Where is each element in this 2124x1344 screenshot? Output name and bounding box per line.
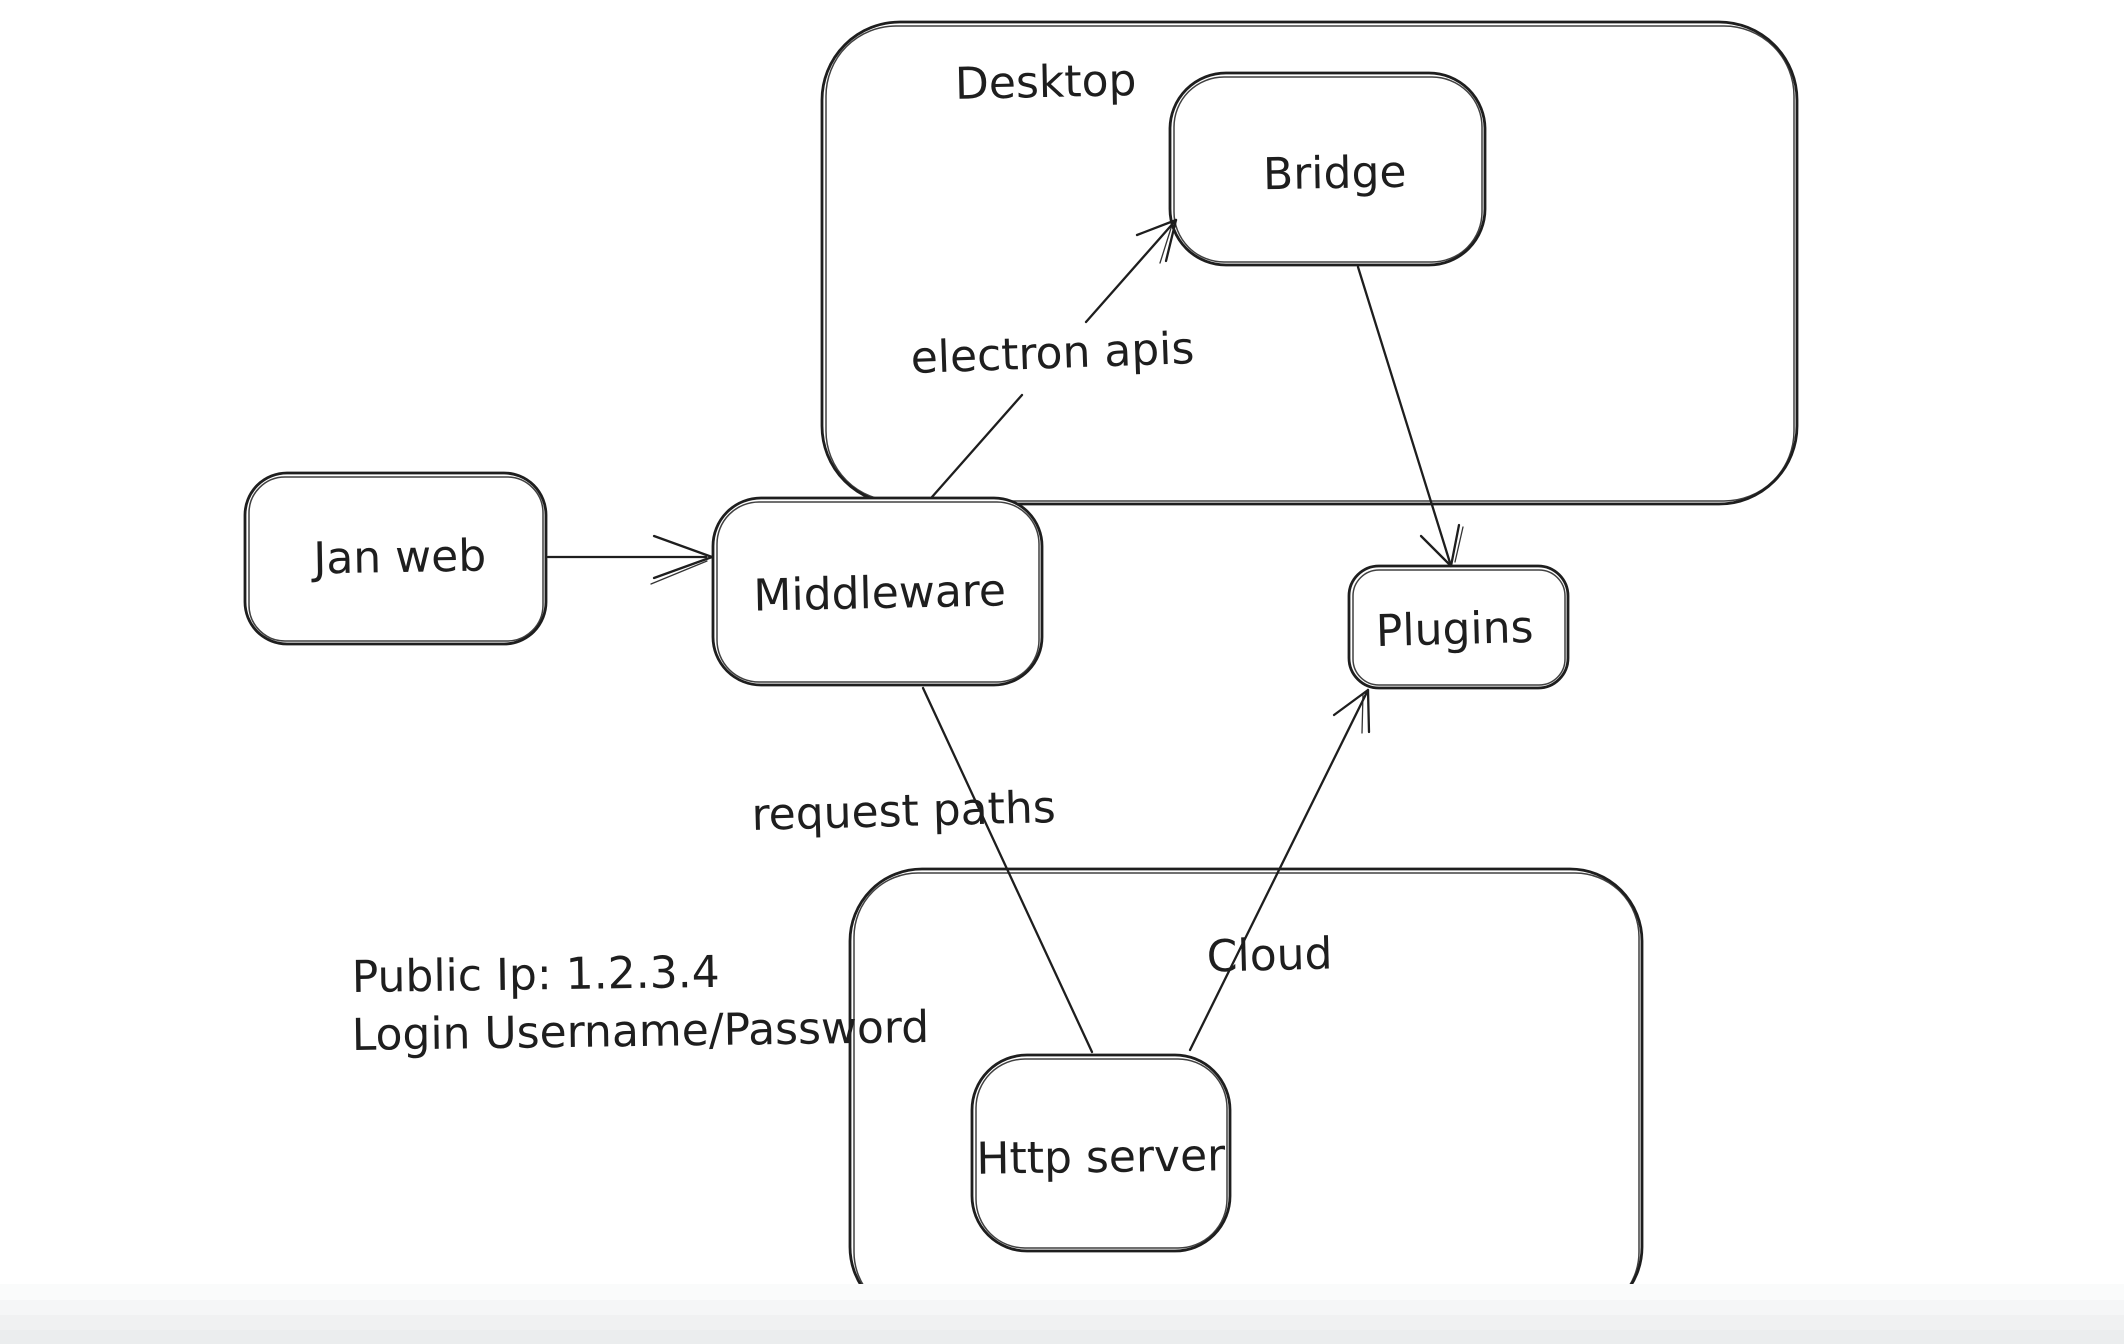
edge-middleware-bridge-arrowhead — [1135, 218, 1178, 263]
edge-jan-web-middleware-arrowhead-sketch — [650, 560, 708, 585]
edge-jan-web-middleware-arrowhead — [652, 534, 714, 580]
node-http-server[interactable] — [970, 1053, 1232, 1253]
edge-middleware-to-bridge[interactable] — [930, 218, 1178, 499]
jan-web-box[interactable] — [243, 471, 548, 646]
desktop-container-label[interactable]: Desktop — [954, 55, 1136, 110]
middleware-box[interactable] — [711, 496, 1044, 687]
edge-middleware-to-http-server[interactable] — [921, 686, 1094, 1054]
annotation-credentials[interactable]: Public Ip: 1.2.3.4 Login Username/Passwo… — [351, 947, 929, 1061]
node-jan-web[interactable] — [243, 471, 548, 646]
middleware-label[interactable]: Middleware — [753, 565, 1006, 621]
edge-label-electron-apis[interactable]: electron apis — [910, 323, 1195, 384]
jan-web-box-sketch-stroke — [248, 476, 544, 642]
annotation-public-ip[interactable]: Public Ip: 1.2.3.4 — [351, 947, 720, 1003]
annotation-login[interactable]: Login Username/Password — [351, 1002, 929, 1061]
bottom-fade-band-1 — [0, 1284, 2124, 1300]
edge-label-request-paths[interactable]: request paths — [751, 782, 1056, 841]
bridge-label[interactable]: Bridge — [1263, 147, 1407, 200]
http-server-label[interactable]: Http server — [976, 1130, 1226, 1184]
edge-middleware-bridge-line[interactable] — [930, 218, 1178, 499]
edge-http-server-to-plugins[interactable] — [1188, 688, 1371, 1052]
node-middleware[interactable] — [711, 496, 1044, 687]
desktop-container-box-sketch-stroke — [825, 25, 1795, 502]
edge-bridge-plugins-arrowhead-sketch — [1454, 526, 1464, 563]
edge-bridge-plugins-arrowhead — [1419, 523, 1461, 568]
middleware-box-sketch-stroke — [716, 501, 1040, 683]
cloud-container-label[interactable]: Cloud — [1206, 928, 1333, 982]
edge-bridge-plugins-line[interactable] — [1356, 265, 1453, 568]
bridge-box[interactable] — [1168, 71, 1487, 267]
http-server-box-sketch-stroke — [975, 1058, 1228, 1249]
node-plugins[interactable] — [1347, 564, 1570, 690]
node-bridge[interactable] — [1168, 71, 1487, 267]
edge-jan-web-to-middleware[interactable] — [546, 534, 714, 585]
edge-bridge-to-plugins[interactable] — [1356, 265, 1464, 568]
edge-middleware-http-server-line[interactable] — [921, 686, 1094, 1054]
plugins-box[interactable] — [1347, 564, 1570, 690]
plugins-label[interactable]: Plugins — [1375, 602, 1534, 657]
edge-http-server-plugins-arrowhead — [1332, 688, 1371, 734]
bridge-box-sketch-stroke — [1173, 76, 1483, 263]
bottom-fade-band-2 — [0, 1300, 2124, 1315]
jan-web-label[interactable]: Jan web — [310, 530, 487, 584]
bottom-fade-band-3 — [0, 1315, 2124, 1330]
plugins-box-sketch-stroke — [1352, 569, 1566, 686]
bottom-fade-band-4 — [0, 1330, 2124, 1344]
http-server-box[interactable] — [970, 1053, 1232, 1253]
canvas-bottom-fade — [0, 1284, 2124, 1344]
edge-middleware-bridge-arrowhead-sketch — [1159, 224, 1173, 264]
edge-http-server-plugins-arrowhead-sketch — [1361, 693, 1364, 734]
edge-http-server-plugins-line[interactable] — [1188, 688, 1370, 1052]
